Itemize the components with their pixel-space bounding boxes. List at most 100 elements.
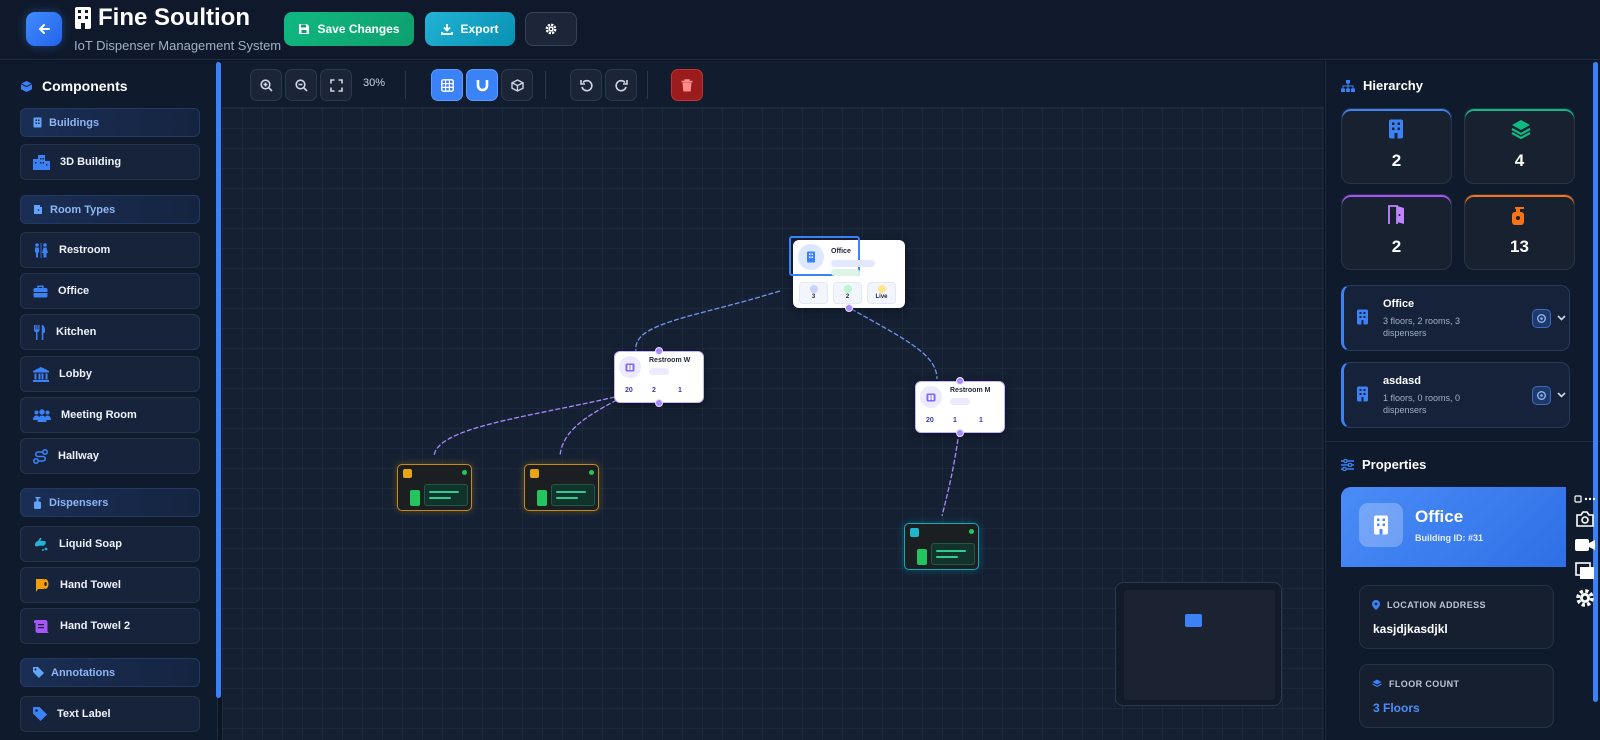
section-room-types[interactable]: Room Types (20, 195, 200, 224)
component-restroom[interactable]: Restroom (20, 232, 200, 268)
zoom-in-icon (259, 78, 273, 92)
redo-icon (614, 79, 628, 91)
section-dispensers[interactable]: Dispensers (20, 488, 200, 517)
section-annotations-label: Annotations (51, 666, 116, 679)
focus-building-button[interactable] (1532, 386, 1551, 405)
connection-handle[interactable] (655, 347, 663, 355)
sitemap-icon (1341, 79, 1355, 92)
office-node[interactable]: Office 3 2 Live (789, 236, 905, 312)
building-icon (1359, 503, 1403, 547)
grid-toggle-button[interactable] (431, 69, 463, 101)
building-list-item[interactable]: Office 3 floors, 2 rooms, 3 dispensers (1341, 285, 1570, 351)
zoom-out-button[interactable] (285, 69, 317, 101)
door-open-icon (1388, 205, 1404, 224)
record-button[interactable] (1569, 535, 1600, 555)
restroom-w-node[interactable]: Restroom W 20 2 1 (614, 347, 704, 407)
restroom-m-name: Restroom M (950, 387, 991, 394)
app-header: Fine Soultion IoT Dispenser Management S… (0, 0, 1600, 60)
door-icon (34, 205, 42, 214)
connection-handle[interactable] (956, 429, 964, 437)
delete-button[interactable] (671, 69, 703, 101)
components-scrollbar[interactable] (216, 62, 221, 698)
save-changes-button[interactable]: Save Changes (284, 12, 414, 46)
undo-icon (579, 79, 593, 91)
settings-button[interactable] (525, 12, 577, 46)
component-meeting-room[interactable]: Meeting Room (20, 397, 200, 433)
fill-level-bar (410, 490, 420, 506)
screenshot-button[interactable] (1569, 509, 1600, 529)
restroom-m-alerts: 1 (979, 417, 983, 424)
dispenser-node[interactable] (524, 464, 599, 511)
usage-panel (931, 543, 975, 565)
selected-building-id: Building ID: #31 (1415, 533, 1484, 543)
dispenser-node[interactable] (904, 523, 979, 570)
chevron-down-icon[interactable] (1556, 312, 1567, 323)
component-kitchen-label: Kitchen (56, 326, 97, 338)
chevron-down-icon[interactable] (1556, 389, 1567, 400)
component-hallway[interactable]: Hallway (20, 438, 200, 474)
component-lobby[interactable]: Lobby (20, 356, 200, 392)
zoom-in-button[interactable] (250, 69, 282, 101)
component-kitchen[interactable]: Kitchen (20, 314, 200, 350)
component-office[interactable]: Office (20, 273, 200, 309)
connection-handle[interactable] (956, 377, 964, 385)
cube-icon (510, 78, 524, 92)
component-hand-towel-2[interactable]: Hand Towel 2 (20, 608, 200, 644)
restroom-m-tag (950, 398, 970, 405)
office-rooms-stat: 2 (833, 282, 862, 304)
inspector-panel: Hierarchy 2 4 2 13 Office 3 floors, 2 ro… (1325, 61, 1600, 740)
stat-floors: 4 (1464, 108, 1575, 184)
city-icon (33, 154, 50, 170)
tool-settings-button[interactable] (1569, 587, 1600, 609)
properties-title: Properties (1341, 457, 1426, 472)
building-list-item[interactable]: asdasd 1 floors, 0 rooms, 0 dispensers (1341, 362, 1570, 428)
tag-icon (33, 707, 47, 721)
zoom-level: 30% (363, 77, 386, 89)
export-button[interactable]: Export (425, 12, 515, 46)
redo-button[interactable] (605, 69, 637, 101)
section-annotations[interactable]: Annotations (20, 658, 200, 687)
component-3d-building[interactable]: 3D Building (20, 144, 200, 180)
connection-handle[interactable] (845, 304, 853, 312)
component-text-label[interactable]: Text Label (20, 696, 200, 732)
component-restroom-label: Restroom (59, 244, 111, 256)
stat-dispensers: 13 (1464, 194, 1575, 270)
floorplan-canvas[interactable]: Office 3 2 Live Restroom W 20 2 1 (222, 108, 1324, 740)
magnet-icon (476, 79, 488, 91)
office-status-stat: Live (867, 282, 896, 304)
component-liquid-soap[interactable]: Liquid Soap (20, 526, 200, 562)
section-buildings[interactable]: Buildings (20, 108, 200, 137)
minimap[interactable] (1115, 582, 1282, 706)
usage-panel (551, 484, 595, 506)
window-button[interactable] (1569, 561, 1600, 581)
inspector-scrollbar[interactable] (1593, 62, 1598, 702)
expand-icon (329, 78, 343, 92)
office-node-tag (831, 260, 875, 267)
undo-button[interactable] (570, 69, 602, 101)
location-address-label: LOCATION ADDRESS (1372, 600, 1486, 610)
building-icon (75, 7, 91, 29)
building-icon (1357, 309, 1368, 325)
restroom-m-dispensers: 1 (953, 417, 957, 424)
component-hand-towel[interactable]: Hand Towel (20, 567, 200, 603)
floor-count-field[interactable]: FLOOR COUNT 3 Floors (1359, 664, 1554, 728)
building-meta: 1 floors, 0 rooms, 0 dispensers (1383, 393, 1461, 415)
more-options-button[interactable] (1569, 493, 1600, 505)
focus-building-button[interactable] (1532, 309, 1551, 328)
restroom-m-node[interactable]: Restroom M 20 1 1 (915, 377, 1005, 437)
component-3d-building-label: 3D Building (60, 156, 122, 168)
components-title: Components (20, 78, 128, 94)
3d-view-button[interactable] (501, 69, 533, 101)
edge-restroom-m-dispenser-3 (941, 431, 960, 517)
selection-box (789, 236, 860, 276)
location-address-field[interactable]: LOCATION ADDRESS kasjdjkasdjkl (1359, 585, 1554, 649)
edge-restroom-w-dispenser-1 (433, 396, 616, 457)
back-button[interactable] (26, 12, 62, 46)
connection-handle[interactable] (655, 399, 663, 407)
tags-icon (33, 667, 44, 678)
snap-toggle-button[interactable] (466, 69, 498, 101)
fit-view-button[interactable] (320, 69, 352, 101)
pump-bottle-icon (1512, 207, 1524, 225)
dispenser-node[interactable] (397, 464, 472, 511)
cube-icon (20, 80, 33, 92)
